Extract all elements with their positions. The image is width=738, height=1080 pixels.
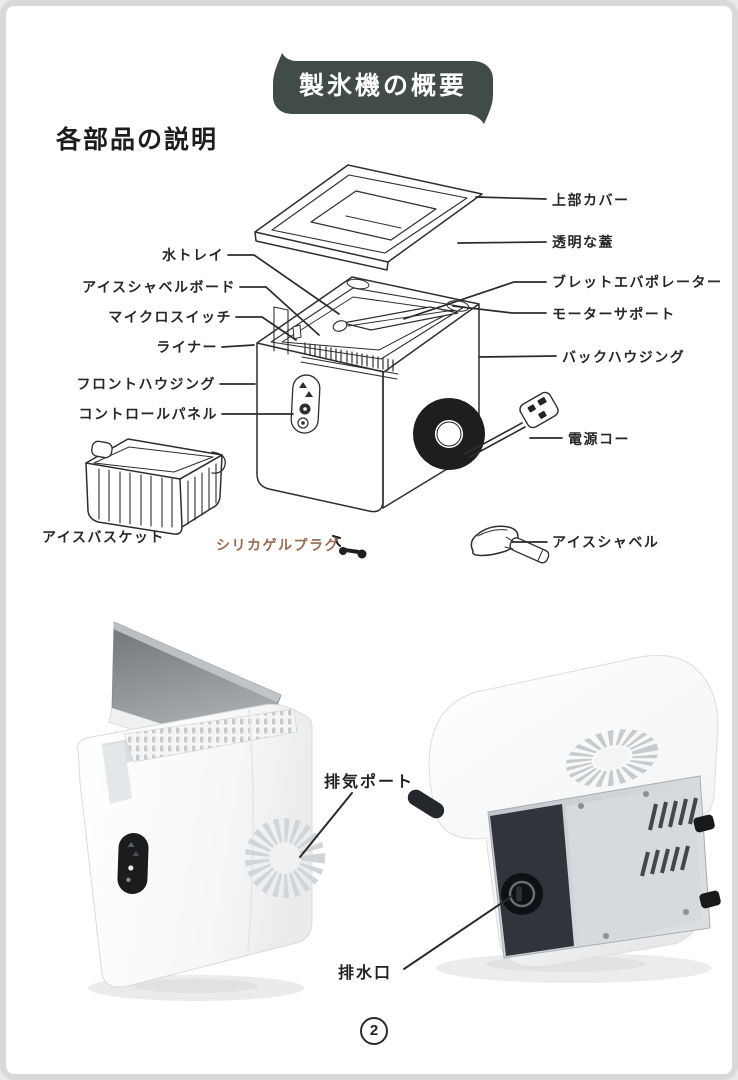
leader-lines: [219, 196, 563, 970]
page-number: 2: [360, 1017, 388, 1045]
banner-ribbon: [273, 53, 493, 124]
section-heading: 各部品の説明: [56, 126, 219, 154]
top-cover-drawing: [254, 164, 483, 271]
label-motor-support: モーターサポート: [552, 306, 676, 322]
label-power-cord: 電源コー: [568, 431, 630, 447]
photo-drain-plug: [501, 873, 543, 915]
label-micro-switch: マイクロスイッチ: [108, 309, 232, 325]
exploded-diagram: [85, 164, 559, 564]
ice-shovel-drawing: [470, 525, 550, 564]
fan-icon: [413, 398, 485, 470]
photo-front-open: [77, 621, 325, 1001]
label-liner: ライナー: [156, 339, 218, 355]
label-drain-outlet: 排水口: [338, 965, 393, 982]
power-cord-drawing: [464, 391, 559, 459]
label-top-cover: 上部カバー: [552, 192, 630, 208]
label-bullet-evaporator: ブレットエバポレーター: [552, 274, 723, 290]
label-back-housing: バックハウジング: [562, 349, 686, 365]
label-control-panel: コントロールパネル: [78, 406, 218, 422]
label-ice-shovel: アイスシャベル: [552, 534, 660, 550]
label-water-tray: 水トレイ: [162, 247, 224, 263]
label-transparent-lid: 透明な蓋: [552, 234, 614, 250]
label-exhaust-port: 排気ポート: [324, 774, 415, 791]
ice-basket-drawing: [85, 438, 226, 535]
photo-control-panel: [117, 833, 149, 894]
photo-back-bottom: [407, 654, 721, 983]
silica-gel-plug-icon: [332, 535, 367, 559]
page-title: 製氷機の概要: [298, 72, 467, 100]
label-ice-basket: アイスバスケット: [42, 529, 165, 545]
label-silica-gel-plug: シリカゲルプラグ: [216, 537, 340, 553]
label-front-housing: フロントハウジング: [76, 376, 216, 392]
photo-fan-grille: [565, 729, 659, 787]
illustrations: [77, 164, 721, 1001]
machine-body-drawing: [256, 276, 485, 513]
label-ice-shovel-board: アイスシャベルボード: [82, 279, 236, 295]
photo-exhaust-fan: [245, 818, 325, 898]
